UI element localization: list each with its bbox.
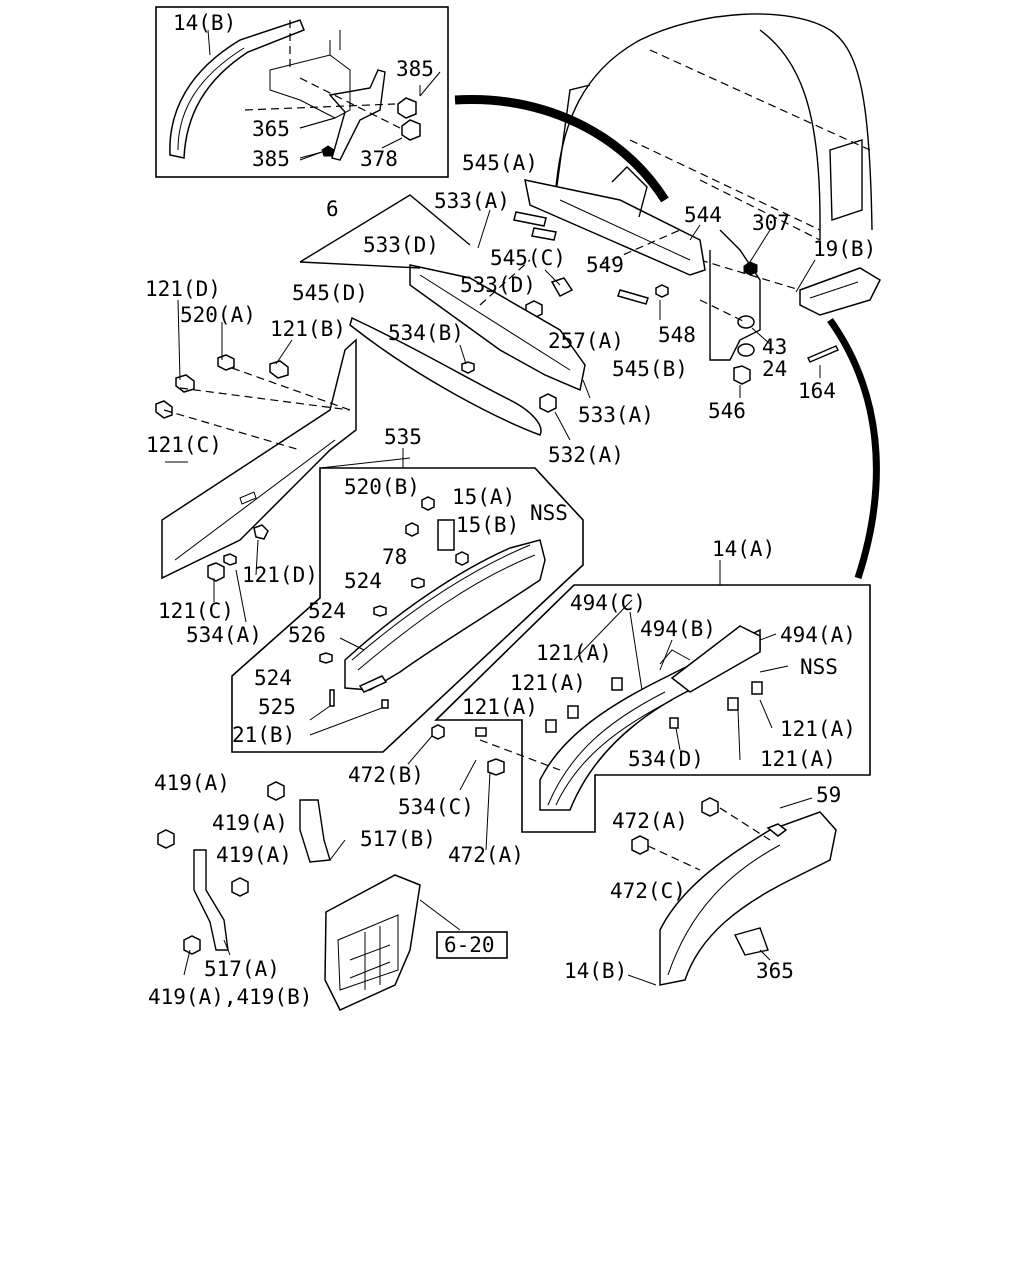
label-378: 378 bbox=[360, 147, 398, 171]
label-520b: 520(B) bbox=[344, 475, 420, 499]
label-15a: 15(A) bbox=[452, 485, 515, 509]
label-43: 43 bbox=[762, 335, 787, 359]
label-24: 24 bbox=[762, 357, 787, 381]
label-549: 549 bbox=[586, 253, 624, 277]
label-121c-top: 121(C) bbox=[146, 433, 222, 457]
label-548: 548 bbox=[658, 323, 696, 347]
label-494a: 494(A) bbox=[780, 623, 856, 647]
label-365-bottom: 365 bbox=[756, 959, 794, 983]
label-524-1: 524 bbox=[344, 569, 382, 593]
curved-arrow-right bbox=[827, 317, 880, 580]
label-533a-top: 533(A) bbox=[434, 189, 510, 213]
label-121a-2: 121(A) bbox=[510, 671, 586, 695]
label-533d-2: 533(D) bbox=[460, 273, 536, 297]
label-472c: 472(C) bbox=[610, 879, 686, 903]
label-545c: 545(C) bbox=[490, 246, 566, 270]
label-545a: 545(A) bbox=[462, 151, 538, 175]
label-385-top: 385 bbox=[396, 57, 434, 81]
label-14b-bottom: 14(B) bbox=[564, 959, 627, 983]
label-nss-2: NSS bbox=[800, 655, 838, 679]
label-365-top: 365 bbox=[252, 117, 290, 141]
label-494b: 494(B) bbox=[640, 617, 716, 641]
label-545b: 545(B) bbox=[612, 357, 688, 381]
label-544: 544 bbox=[684, 203, 722, 227]
detail-box-535 bbox=[231, 467, 584, 753]
curved-arrow-top bbox=[454, 95, 669, 203]
label-164: 164 bbox=[798, 379, 836, 403]
label-385-bottom: 385 bbox=[252, 147, 290, 171]
label-534d: 534(D) bbox=[628, 747, 704, 771]
label-419a-3: 419(A) bbox=[216, 843, 292, 867]
label-472b: 472(B) bbox=[348, 763, 424, 787]
label-14a: 14(A) bbox=[712, 537, 775, 561]
label-121d-bottom: 121(D) bbox=[242, 563, 318, 587]
label-546: 546 bbox=[708, 399, 746, 423]
label-520a: 520(A) bbox=[180, 303, 256, 327]
label-19b: 19(B) bbox=[813, 237, 876, 261]
label-121a-4: 121(A) bbox=[780, 717, 856, 741]
label-517a: 517(A) bbox=[204, 957, 280, 981]
label-307: 307 bbox=[752, 211, 790, 235]
label-533d-1: 533(D) bbox=[363, 233, 439, 257]
leader-lines bbox=[177, 29, 821, 986]
label-6: 6 bbox=[326, 197, 339, 221]
label-524-3: 524 bbox=[254, 666, 292, 690]
label-121c-bottom: 121(C) bbox=[158, 599, 234, 623]
label-532a: 532(A) bbox=[548, 443, 624, 467]
label-535: 535 bbox=[384, 425, 422, 449]
lower-right-14b bbox=[631, 797, 837, 986]
label-21b: 21(B) bbox=[232, 723, 295, 747]
label-534c: 534(C) bbox=[398, 795, 474, 819]
label-494c: 494(C) bbox=[570, 591, 646, 615]
label-524-2: 524 bbox=[308, 599, 346, 623]
label-533a-bottom: 533(A) bbox=[578, 403, 654, 427]
cab-outline bbox=[554, 13, 881, 385]
label-517b: 517(B) bbox=[360, 827, 436, 851]
label-15b: 15(B) bbox=[456, 513, 519, 537]
label-545d: 545(D) bbox=[292, 281, 368, 305]
label-525: 525 bbox=[258, 695, 296, 719]
inset-detail-14b bbox=[155, 6, 449, 178]
label-121a-3: 121(A) bbox=[462, 695, 538, 719]
label-59: 59 bbox=[816, 783, 841, 807]
label-534a: 534(A) bbox=[186, 623, 262, 647]
label-534b: 534(B) bbox=[388, 321, 464, 345]
left-side-panel bbox=[155, 338, 357, 582]
label-419a-2: 419(A) bbox=[212, 811, 288, 835]
label-nss-1: NSS bbox=[530, 501, 568, 525]
label-121a-1: 121(A) bbox=[536, 641, 612, 665]
label-526: 526 bbox=[288, 623, 326, 647]
label-419a-1: 419(A) bbox=[154, 771, 230, 795]
header-panel-assembly bbox=[299, 166, 706, 436]
label-78: 78 bbox=[382, 545, 407, 569]
part-labels: 14(B) 385 365 385 378 545(A) 533(A) 6 53… bbox=[145, 11, 876, 1009]
label-257a: 257(A) bbox=[548, 329, 624, 353]
label-419a-419b: 419(A),419(B) bbox=[148, 985, 312, 1009]
detail-box-14a bbox=[434, 584, 871, 833]
label-6-20: 6-20 bbox=[444, 933, 495, 957]
lower-left-brackets bbox=[157, 781, 508, 1011]
label-472a-1: 472(A) bbox=[612, 809, 688, 833]
label-121a-5: 121(A) bbox=[760, 747, 836, 771]
label-14b-top: 14(B) bbox=[173, 11, 236, 35]
label-121d-top: 121(D) bbox=[145, 277, 221, 301]
label-472a-2: 472(A) bbox=[448, 843, 524, 867]
label-121b: 121(B) bbox=[270, 317, 346, 341]
